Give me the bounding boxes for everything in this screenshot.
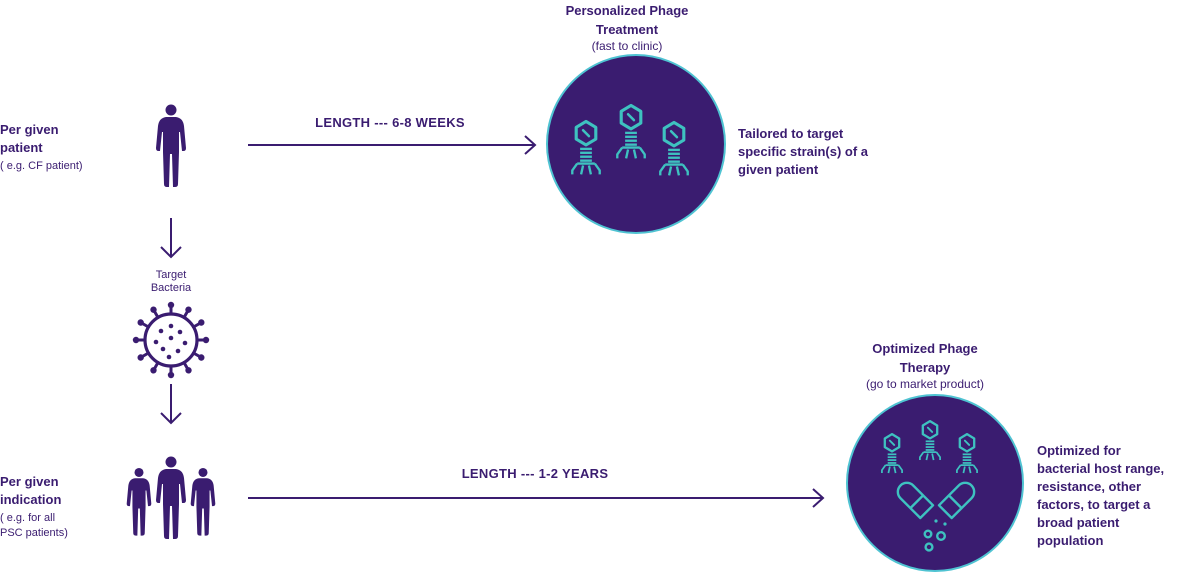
per-indication-note: ( e.g. for all PSC patients) xyxy=(0,511,68,541)
personalized-desc-line3: given patient xyxy=(738,162,819,177)
optimized-desc-line5: broad patient xyxy=(1037,515,1120,530)
bottom-length-label: LENGTH --- 1-2 YEARS xyxy=(461,466,609,481)
target-bacteria-line2: Bacteria xyxy=(150,282,192,294)
per-indication-label-line2: indication xyxy=(0,492,62,507)
personalized-circle xyxy=(546,54,726,234)
optimized-desc-line6: population xyxy=(1037,533,1104,548)
down-arrow-icon xyxy=(160,384,182,425)
personalized-title: Personalized Phage Treatment xyxy=(527,1,727,39)
per-indication-note-line1: ( e.g. for all xyxy=(0,512,56,524)
target-bacteria-line1: Target xyxy=(155,269,187,281)
person-icon xyxy=(156,104,186,187)
capsule-icon xyxy=(896,481,976,552)
per-patient-note: ( e.g. CF patient) xyxy=(0,160,83,172)
group-icon xyxy=(126,456,216,539)
bacteria-icon xyxy=(132,301,210,379)
personalized-title-line1: Personalized Phage xyxy=(565,3,689,18)
personalized-description: Tailored to target specific strain(s) of… xyxy=(738,125,868,179)
right-arrow-icon xyxy=(248,488,825,508)
personalized-note: (fast to clinic) xyxy=(591,39,663,53)
optimized-note: (go to market product) xyxy=(865,377,985,391)
right-arrow-icon xyxy=(248,135,537,155)
optimized-description: Optimized for bacterial host range, resi… xyxy=(1037,442,1164,550)
target-bacteria-label: Target Bacteria xyxy=(131,269,211,295)
optimized-title-line2: Therapy xyxy=(899,360,951,375)
per-indication-note-line2: PSC patients) xyxy=(0,527,68,539)
optimized-title: Optimized Phage Therapy xyxy=(825,339,1025,377)
optimized-circle xyxy=(846,394,1024,572)
per-patient-label-line2: patient xyxy=(0,140,43,155)
down-arrow-icon xyxy=(160,218,182,259)
optimized-desc-line1: Optimized for xyxy=(1037,443,1121,458)
optimized-desc-line3: resistance, other xyxy=(1037,479,1142,494)
per-indication-label-line1: Per given xyxy=(0,474,59,489)
per-indication-label: Per given indication xyxy=(0,473,61,509)
optimized-title-line1: Optimized Phage xyxy=(872,341,978,356)
per-patient-label-line1: Per given xyxy=(0,122,59,137)
optimized-desc-line2: bacterial host range, xyxy=(1037,461,1165,476)
per-patient-label: Per given patient xyxy=(0,121,59,157)
optimized-desc-line4: factors, to target a xyxy=(1037,497,1151,512)
personalized-title-line2: Treatment xyxy=(595,22,659,37)
personalized-desc-line2: specific strain(s) of a xyxy=(738,144,869,159)
personalized-desc-line1: Tailored to target xyxy=(738,126,844,141)
top-length-label: LENGTH --- 6-8 WEEKS xyxy=(315,115,465,130)
